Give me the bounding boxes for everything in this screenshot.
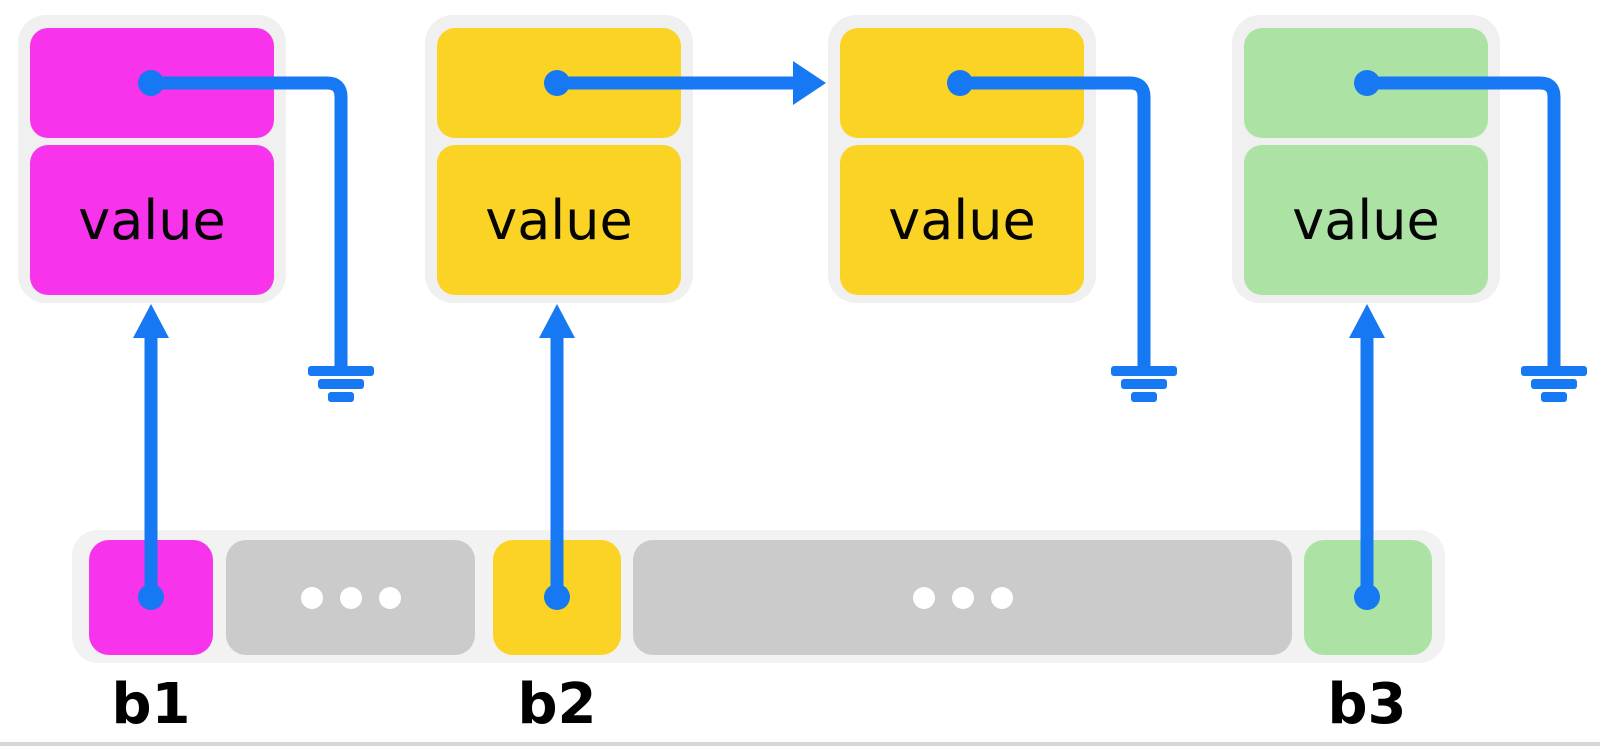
null-ground-2-bar-1 [1111, 366, 1177, 376]
bucket-gap-1-ellipsis-dot [339, 586, 362, 609]
b2-node-1-value-label: value [485, 188, 633, 252]
arrowhead-node1-to-node2 [793, 61, 826, 105]
label-b1: b1 [111, 672, 191, 737]
bucket-b2 [493, 540, 621, 655]
null-ground-3-bar-1 [1521, 366, 1587, 376]
b3-node-value-slot: value [1244, 145, 1488, 295]
b2-node-2: value [828, 15, 1096, 303]
arrowhead-bucket-b2-up [539, 304, 575, 338]
bucket-b1 [89, 540, 213, 655]
bottom-border [0, 742, 1600, 746]
b2-node-2-value-label: value [888, 188, 1036, 252]
b3-node: value [1232, 15, 1500, 303]
bucket-gap-2 [633, 540, 1292, 655]
bucket-gap-1 [226, 540, 475, 655]
bucket-gap-2-ellipsis-dot [951, 586, 974, 609]
b2-node-1-value-slot: value [437, 145, 681, 295]
bucket-gap-2-ellipsis-dot [912, 586, 935, 609]
null-ground-3-bar-3 [1541, 392, 1567, 402]
b2-node-2-value-slot: value [840, 145, 1084, 295]
null-ground-2-bar-2 [1121, 379, 1167, 389]
b3-node-pointer-slot [1244, 28, 1488, 138]
label-b3: b3 [1327, 672, 1407, 737]
label-b2: b2 [517, 672, 597, 737]
b3-node-value-label: value [1292, 188, 1440, 252]
null-ground-1-bar-3 [328, 392, 354, 402]
bucket-gap-1-ellipsis-dot [300, 586, 323, 609]
null-ground-3-bar-2 [1531, 379, 1577, 389]
b2-node-1-pointer-slot [437, 28, 681, 138]
b1-node-value-label: value [78, 188, 226, 252]
arrowhead-bucket-b3-up [1349, 304, 1385, 338]
b2-node-2-pointer-slot [840, 28, 1084, 138]
b1-node: value [18, 15, 286, 303]
arrowhead-bucket-b1-up [133, 304, 169, 338]
null-ground-1-bar-2 [318, 379, 364, 389]
bucket-b3 [1304, 540, 1432, 655]
b2-node-1: value [425, 15, 693, 303]
null-ground-1-bar-1 [308, 366, 374, 376]
b1-node-pointer-slot [30, 28, 274, 138]
null-ground-2-bar-3 [1131, 392, 1157, 402]
bucket-gap-2-ellipsis-dot [990, 586, 1013, 609]
b1-node-value-slot: value [30, 145, 274, 295]
bucket-gap-1-ellipsis-dot [378, 586, 401, 609]
